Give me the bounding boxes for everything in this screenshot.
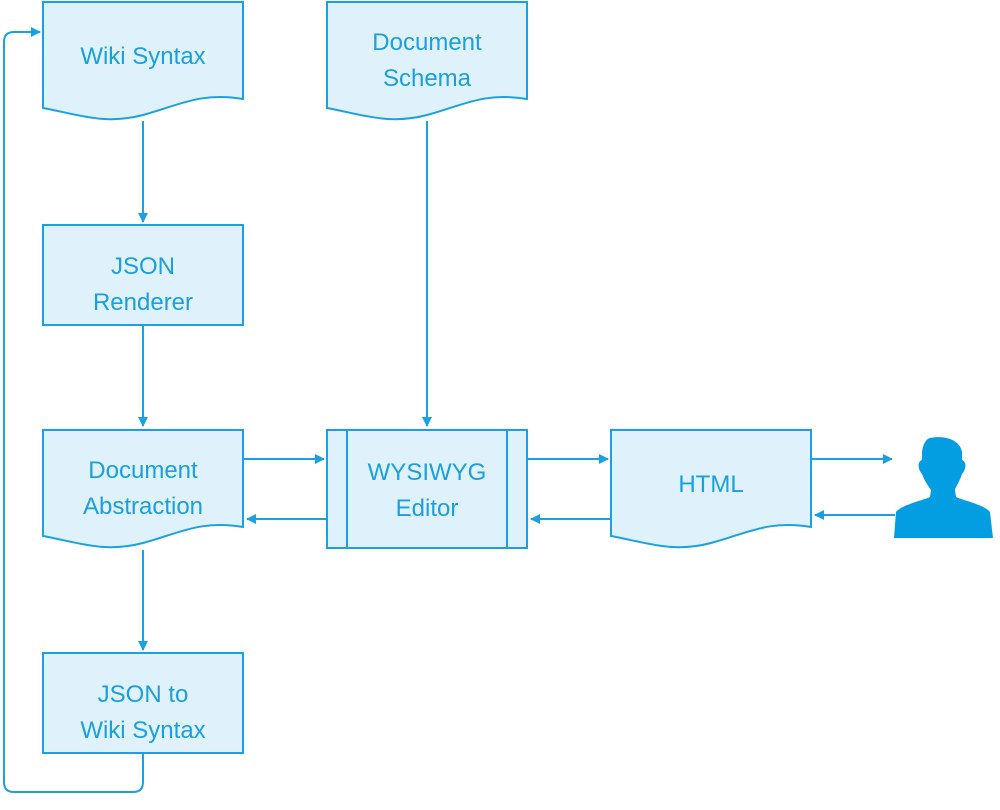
label-wysiwyg-2: Editor <box>396 495 459 522</box>
label-document-abstraction-2: Abstraction <box>83 493 203 520</box>
node-json-to-wiki[interactable] <box>42 652 244 754</box>
label-document-abstraction-1: Document <box>88 457 198 484</box>
node-wysiwyg-editor[interactable] <box>326 429 528 549</box>
edge-jsonwiki-to-wiki <box>3 27 144 793</box>
label-json-to-wiki-2: Wiki Syntax <box>80 717 205 744</box>
label-wysiwyg-1: WYSIWYG <box>368 459 487 486</box>
node-document-schema[interactable] <box>326 1 528 121</box>
label-html: HTML <box>678 471 743 498</box>
node-wiki-syntax[interactable] <box>42 1 244 121</box>
label-wiki-syntax: Wiki Syntax <box>80 43 205 70</box>
label-json-to-wiki-1: JSON to <box>98 681 189 708</box>
user-icon <box>894 437 993 538</box>
node-json-renderer[interactable] <box>42 224 244 326</box>
label-document-schema-1: Document <box>372 29 482 56</box>
label-document-schema-2: Schema <box>383 65 472 92</box>
label-json-renderer-1: JSON <box>111 253 175 280</box>
label-json-renderer-2: Renderer <box>93 289 193 316</box>
node-document-abstraction[interactable] <box>42 429 244 549</box>
node-html[interactable] <box>610 429 812 549</box>
